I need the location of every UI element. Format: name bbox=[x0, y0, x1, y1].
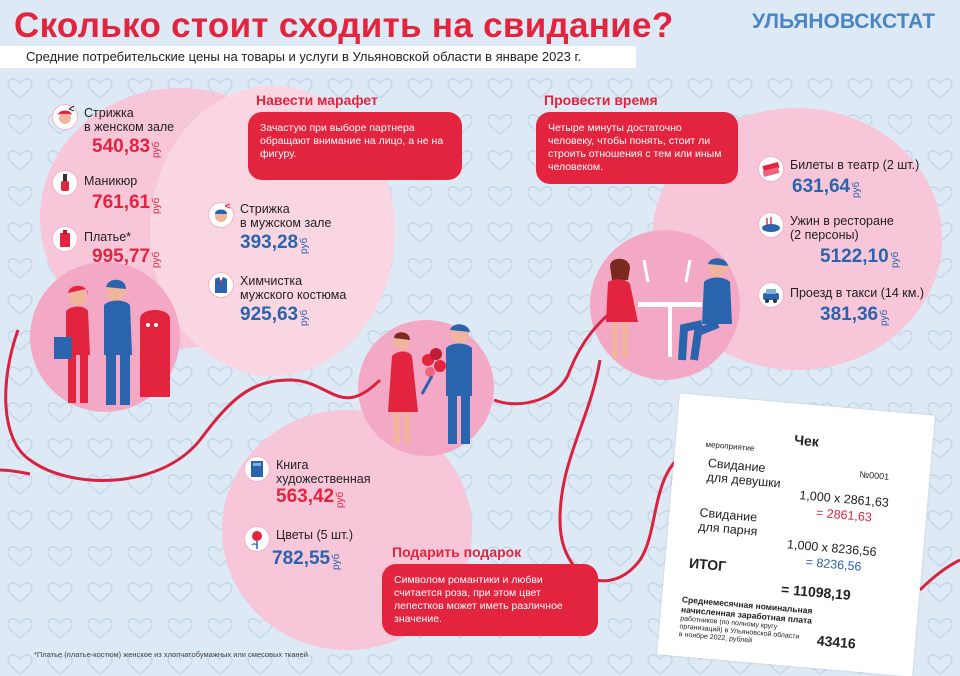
gift-note: Символом романтики и любви считается роз… bbox=[382, 564, 598, 636]
manicure-label: Маникюр bbox=[84, 174, 138, 188]
receipt-girl-label-2: для девушки bbox=[706, 470, 782, 491]
page-subtitle: Средние потребительские цены на товары и… bbox=[0, 46, 636, 68]
price-unit: руб bbox=[879, 309, 891, 326]
women-haircut-price: 540,83 руб bbox=[92, 136, 162, 158]
receipt-number: №0001 bbox=[859, 469, 890, 482]
manicure-price-value: 761,61 bbox=[92, 192, 151, 213]
footnote: *Платье (платье-костюм) женское из хлопч… bbox=[34, 650, 308, 659]
couple-illustration bbox=[54, 279, 170, 405]
flowers-gift-illustration bbox=[388, 324, 472, 444]
makeover-note: Зачастую при выборе партнера обращают вн… bbox=[248, 112, 462, 180]
women-haircut-label-1: Стрижка bbox=[84, 106, 134, 120]
male-haircut-icon bbox=[208, 202, 234, 228]
dress-price-value: 995,77 bbox=[92, 246, 151, 267]
women-haircut-label-2: в женском зале bbox=[84, 120, 175, 134]
theater-price-value: 631,64 bbox=[792, 176, 851, 197]
book-label-2: художественная bbox=[276, 472, 371, 486]
receipt-total-label: ИТОГ bbox=[688, 554, 727, 574]
manicure-price: 761,61 руб bbox=[92, 192, 162, 214]
taxi-label: Проезд в такси (14 км.) bbox=[790, 286, 924, 300]
dress-label: Платье* bbox=[84, 230, 132, 244]
dry-cleaning-label-2: мужского костюма bbox=[240, 288, 347, 302]
receipt-boy-calc: 1,000 х 8236,56 bbox=[786, 537, 878, 560]
time-note-text: Четыре минуты достаточно человеку, чтобы… bbox=[548, 122, 722, 173]
flowers-label: Цветы (5 шт.) bbox=[276, 528, 354, 542]
nail-polish-icon bbox=[52, 170, 78, 196]
page-title: Сколько стоит сходить на свидание? bbox=[14, 6, 674, 45]
makeover-note-text: Зачастую при выборе партнера обращают вн… bbox=[260, 122, 444, 160]
receipt-girl-calc: 1,000 х 2861,63 bbox=[798, 488, 890, 510]
flowers-price: 782,55 руб bbox=[272, 548, 342, 570]
receipt-girl-total: = 2861,63 bbox=[815, 505, 873, 525]
price-unit: руб bbox=[335, 491, 347, 508]
book-icon bbox=[244, 456, 270, 482]
men-haircut-label-2: в мужском зале bbox=[240, 216, 332, 230]
price-unit: руб bbox=[299, 309, 311, 326]
taxi-price-value: 381,36 bbox=[820, 304, 879, 325]
gift-title: Подарить подарок bbox=[392, 544, 522, 560]
price-unit: руб bbox=[299, 237, 311, 254]
price-unit: руб bbox=[151, 141, 163, 158]
price-unit: руб bbox=[889, 251, 901, 268]
makeover-title: Навести марафет bbox=[256, 92, 378, 108]
dinner-price: 5122,10 руб bbox=[820, 246, 901, 268]
time-title: Провести время bbox=[544, 92, 658, 108]
men-haircut-price-value: 393,28 bbox=[240, 232, 299, 253]
receipt-boy-total: = 8236,56 bbox=[805, 554, 863, 574]
price-unit: руб bbox=[151, 251, 163, 268]
book-price-value: 563,42 bbox=[276, 486, 335, 507]
gift-note-text: Символом романтики и любви считается роз… bbox=[394, 574, 563, 625]
men-haircut-price: 393,28 руб bbox=[240, 232, 310, 254]
dinner-icon bbox=[758, 212, 784, 238]
dress-icon bbox=[52, 226, 78, 252]
price-unit: руб bbox=[151, 197, 163, 214]
theater-price: 631,64 руб bbox=[792, 176, 862, 198]
suit-icon bbox=[208, 272, 234, 298]
receipt-title: Чек bbox=[793, 431, 820, 450]
taxi-icon bbox=[758, 282, 784, 308]
receipt: Чек мероприятие №0001 Свидание для девуш… bbox=[657, 393, 935, 676]
price-unit: руб bbox=[851, 181, 863, 198]
rose-icon bbox=[244, 526, 270, 552]
receipt-event-label: мероприятие bbox=[705, 439, 755, 454]
restaurant-illustration bbox=[606, 258, 732, 361]
dinner-label-1: Ужин в ресторане bbox=[790, 214, 894, 228]
theater-label: Билеты в театр (2 шт.) bbox=[790, 158, 920, 172]
dry-cleaning-price-value: 925,63 bbox=[240, 304, 299, 325]
dry-cleaning-price: 925,63 руб bbox=[240, 304, 310, 326]
women-haircut-price-value: 540,83 bbox=[92, 136, 151, 157]
receipt-total-value: = 11098,19 bbox=[780, 580, 852, 603]
time-note: Четыре минуты достаточно человеку, чтобы… bbox=[536, 112, 738, 184]
flowers-price-value: 782,55 bbox=[272, 548, 331, 569]
dress-price: 995,77 руб bbox=[92, 246, 162, 268]
scissors-icon bbox=[52, 104, 78, 130]
ticket-icon bbox=[758, 156, 784, 182]
dinner-price-value: 5122,10 bbox=[820, 246, 889, 267]
receipt-salary-value: 43416 bbox=[816, 632, 857, 652]
book-price: 563,42 руб bbox=[276, 486, 346, 508]
men-haircut-label-1: Стрижка bbox=[240, 202, 290, 216]
book-label-1: Книга bbox=[276, 458, 309, 472]
brand-logo-text: УЛЬЯНОВСКСТАТ bbox=[752, 10, 936, 33]
price-unit: руб bbox=[331, 553, 343, 570]
taxi-price: 381,36 руб bbox=[820, 304, 890, 326]
dinner-label-2: (2 персоны) bbox=[790, 228, 859, 242]
dry-cleaning-label-1: Химчистка bbox=[240, 274, 303, 288]
